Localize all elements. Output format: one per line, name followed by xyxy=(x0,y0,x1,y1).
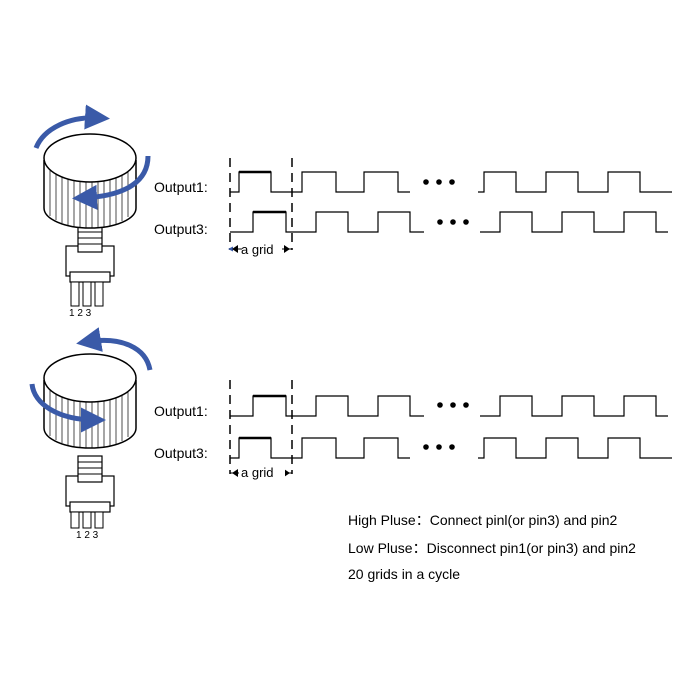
waveform-output3-b xyxy=(480,211,668,233)
note-cycle: 20 grids in a cycle xyxy=(348,566,461,582)
waveform-output3-d xyxy=(478,437,672,459)
output1-label-1: Output1: xyxy=(154,179,208,195)
waveform-output3-a xyxy=(230,211,424,233)
pin-numbers-1: 1 2 3 xyxy=(69,308,92,319)
waveform-output3-c xyxy=(230,437,410,459)
ellipsis-dots-1b xyxy=(437,219,469,225)
grid-label-1: a grid xyxy=(241,242,274,257)
note-low-pulse: Low Pluse：Disconnect pin1(or pin3) and p… xyxy=(348,540,636,556)
output3-label-1: Output3: xyxy=(154,221,208,237)
grid-label-2: a grid xyxy=(241,465,274,480)
grid-dimension-1 xyxy=(228,245,292,253)
waveform-output1-c xyxy=(230,395,424,417)
ellipsis-dots-1a xyxy=(423,179,455,185)
note-high-pulse: High Pluse：Connect pinl(or pin3) and pin… xyxy=(348,512,618,528)
waveform-output1-b xyxy=(478,171,672,193)
ellipsis-dots-2a xyxy=(437,402,469,408)
output1-label-2: Output1: xyxy=(154,403,208,419)
waveform-output1-d xyxy=(480,395,668,417)
pin-numbers-2: 1 2 3 xyxy=(76,530,99,541)
encoder-knob-2 xyxy=(29,327,153,529)
output3-label-2: Output3: xyxy=(154,445,208,461)
ellipsis-dots-2b xyxy=(423,444,455,450)
encoder-knob-1 xyxy=(33,104,151,307)
waveform-output1-a xyxy=(230,171,410,193)
